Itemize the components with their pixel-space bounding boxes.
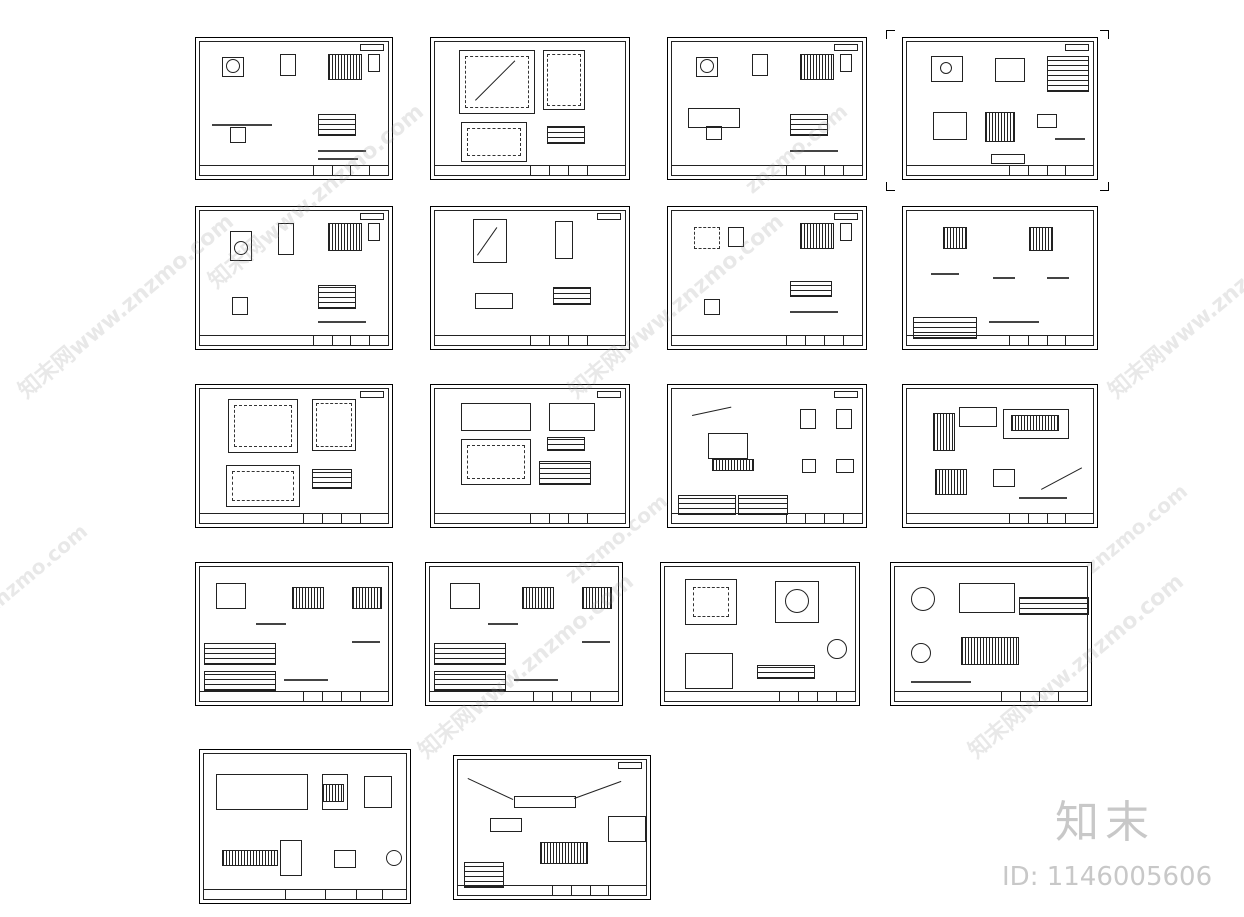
- drawing-sheet-11[interactable]: [667, 384, 867, 528]
- drawing-sheet-14[interactable]: [425, 562, 623, 706]
- drawing-sheet-3[interactable]: [667, 37, 867, 180]
- resource-id-label: ID: 1146005606: [1002, 862, 1213, 892]
- drawing-sheet-6[interactable]: [430, 206, 630, 350]
- drawing-sheet-2[interactable]: [430, 37, 630, 180]
- drawing-sheet-5[interactable]: [195, 206, 393, 350]
- drawing-sheet-17[interactable]: [199, 749, 411, 904]
- drawing-sheet-15[interactable]: [660, 562, 860, 706]
- drawing-sheet-13[interactable]: [195, 562, 393, 706]
- watermark: 知末网www.znzmo.com: [1103, 209, 1244, 404]
- drawing-sheet-18[interactable]: [453, 755, 651, 900]
- drawing-sheet-12[interactable]: [902, 384, 1098, 528]
- drawing-sheet-4[interactable]: [902, 37, 1098, 180]
- crop-mark-bl: [886, 182, 895, 191]
- drawing-sheet-16[interactable]: [890, 562, 1092, 706]
- drawing-sheet-7[interactable]: [667, 206, 867, 350]
- watermark: znzmo.com: [0, 518, 93, 619]
- crop-mark-tl: [886, 30, 895, 39]
- crop-mark-tr: [1100, 30, 1109, 39]
- drawing-sheet-8[interactable]: [902, 206, 1098, 350]
- brand-logo-text: 知末: [1055, 797, 1155, 848]
- drawing-sheet-9[interactable]: [195, 384, 393, 528]
- crop-mark-br: [1100, 182, 1109, 191]
- drawing-sheet-1[interactable]: [195, 37, 393, 180]
- drawing-sheet-10[interactable]: [430, 384, 630, 528]
